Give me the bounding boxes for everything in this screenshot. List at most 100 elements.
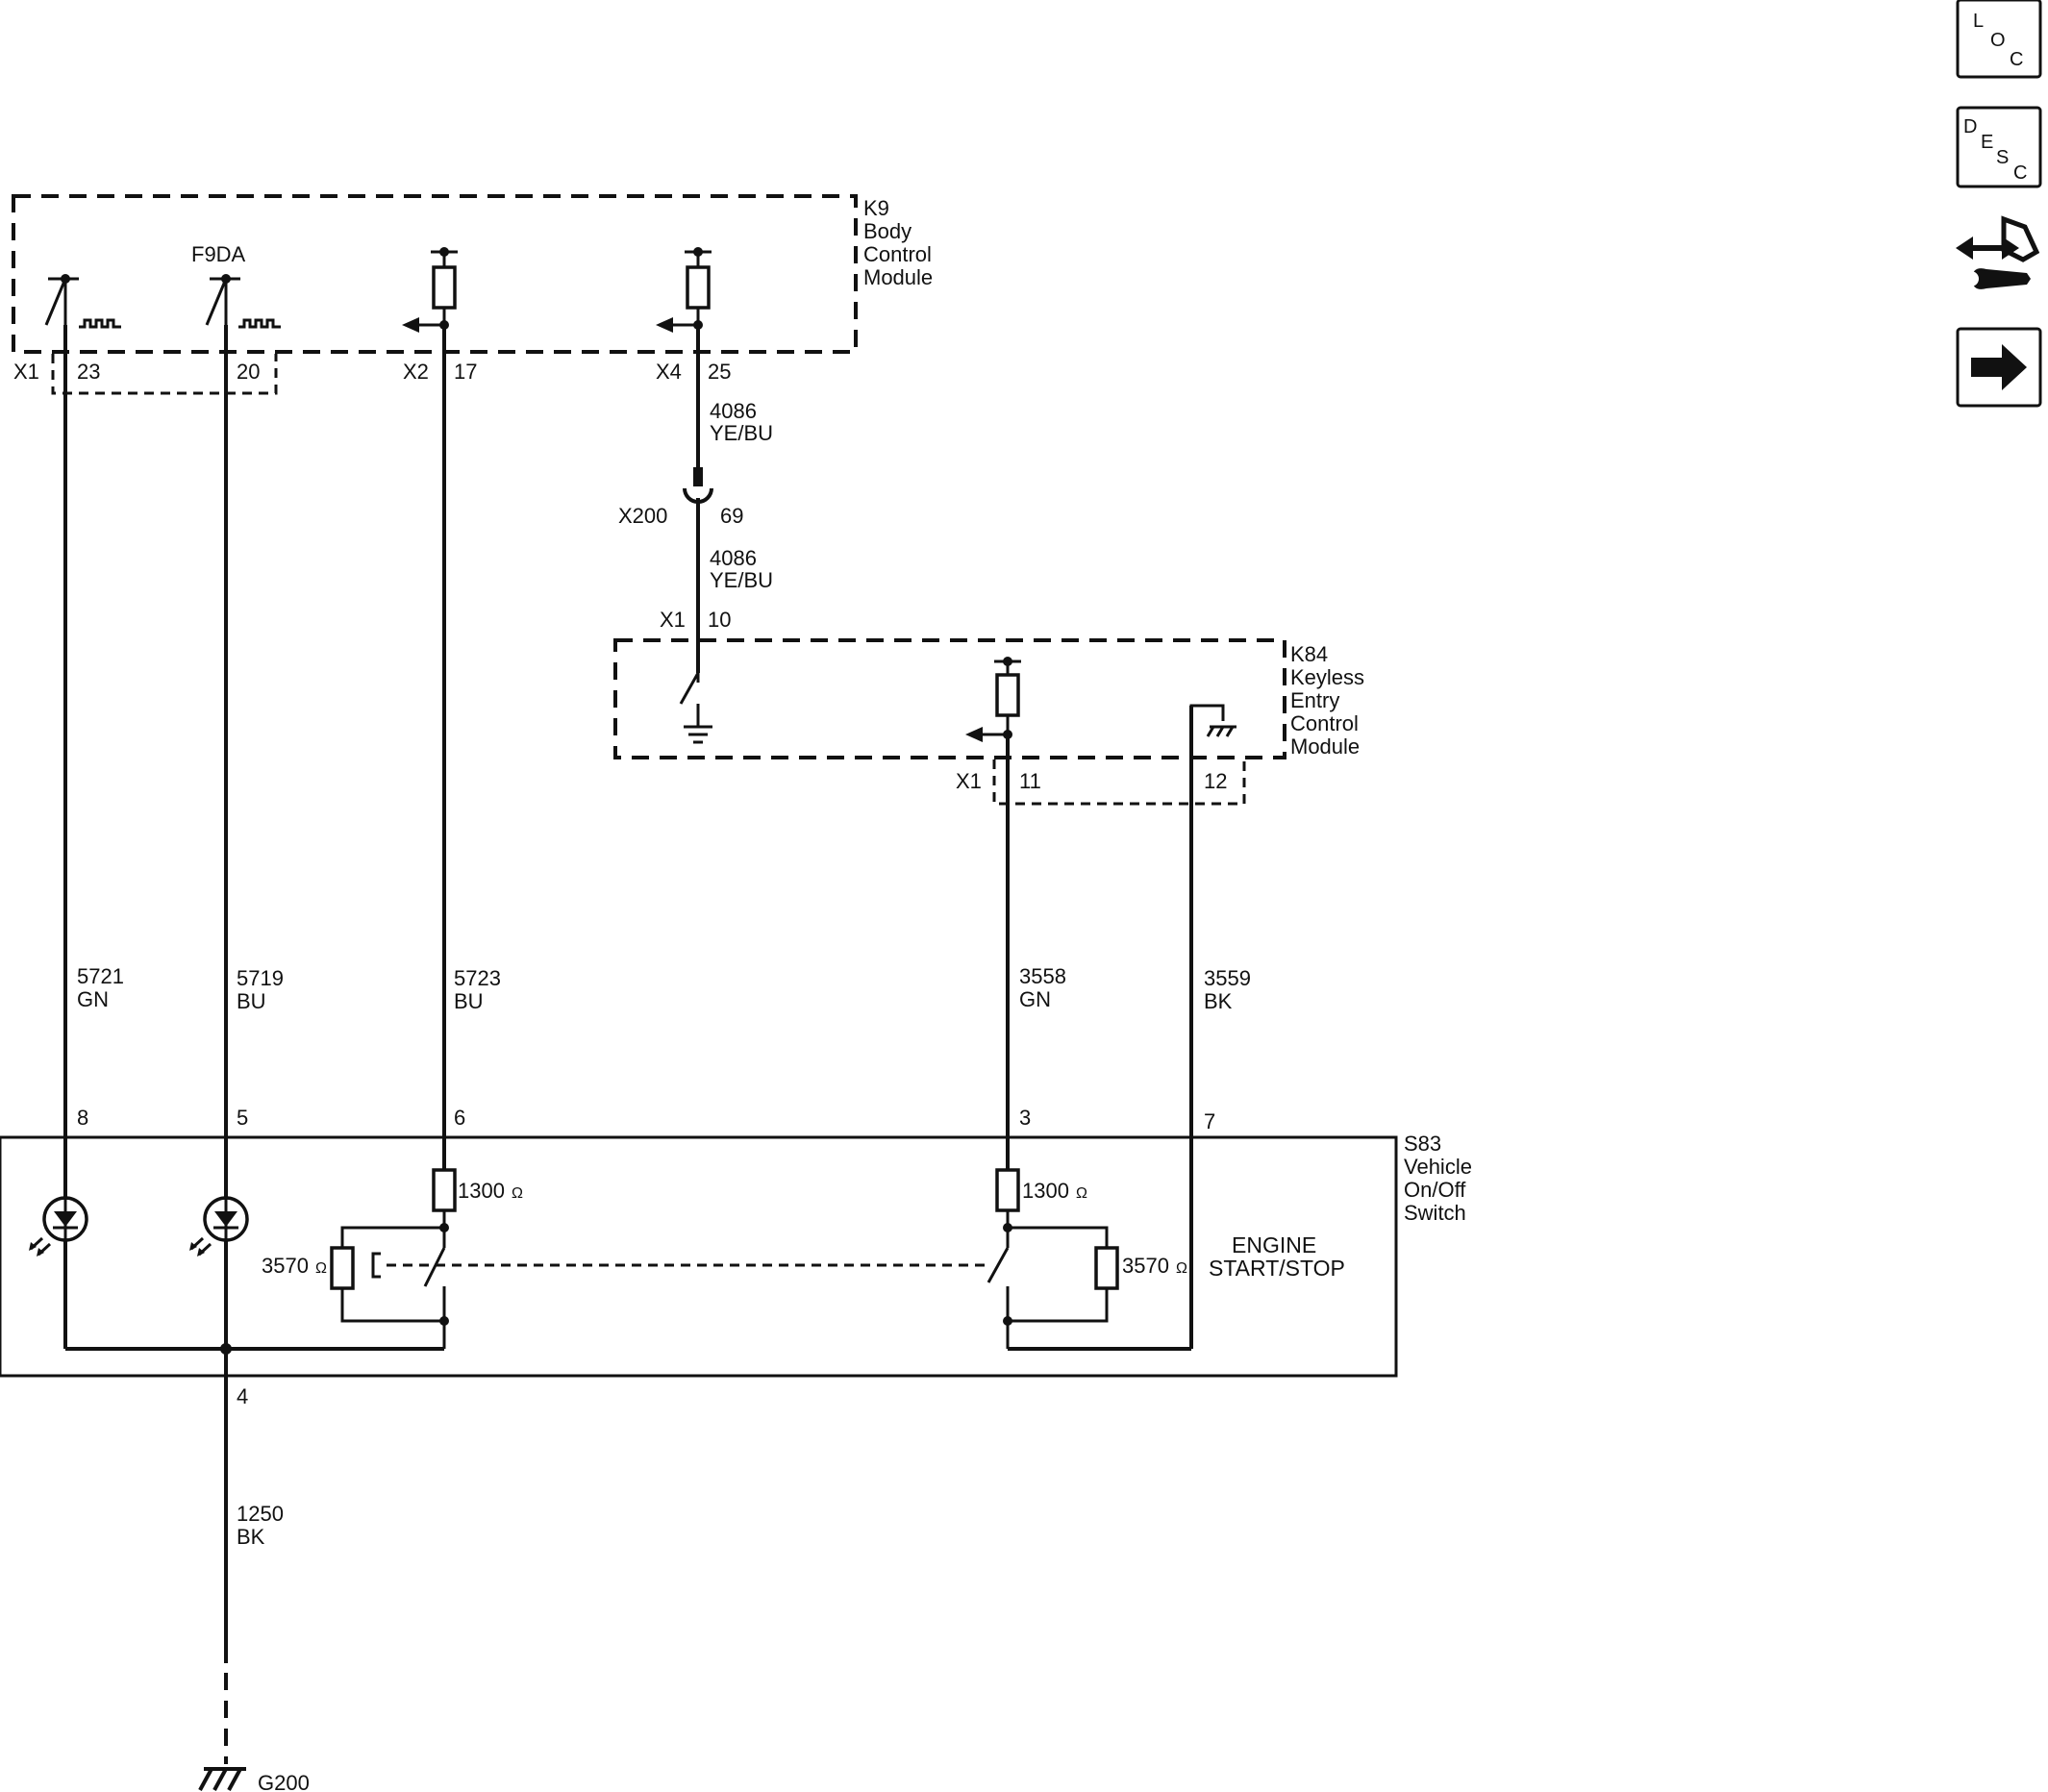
next-button[interactable] [1956, 327, 2042, 408]
k84-pin-12: 12 [1204, 769, 1227, 793]
wire-3558: 3558 GN [1006, 734, 1066, 1170]
k84-keyless-entry-control-module: X1 10 K84 Keyless Entry Control Module [613, 608, 1364, 806]
wire-1250-color: BK [237, 1525, 265, 1549]
k84-x1-top-label: X1 [660, 608, 686, 632]
signal-arrow-icon [965, 727, 983, 742]
wire-3559-circuit: 3559 [1204, 966, 1251, 990]
k9-name-line-1: Body [863, 219, 912, 243]
k9-pin-25: 25 [708, 360, 731, 384]
signal-arrow-icon [656, 317, 673, 333]
wire-4086-lower-color: YE/BU [710, 568, 773, 592]
desc-letter-e: E [1981, 132, 1993, 153]
led-indicator-2-icon [189, 1196, 249, 1257]
ground-ref: G200 [258, 1771, 310, 1792]
connector-repair-icon [1956, 215, 2040, 289]
left-series-resistor-unit: Ω [512, 1185, 523, 1202]
right-shunt-resistor-value: 3570 [1122, 1254, 1169, 1278]
k84-pin-11: 11 [1019, 769, 1041, 793]
wire-3559: 3559 BK [1189, 706, 1251, 1349]
right-shunt-resistor-unit: Ω [1176, 1260, 1187, 1277]
wire-5723-color: BU [454, 989, 484, 1013]
left-shunt-resistor-value: 3570 [262, 1254, 309, 1278]
wire-5723: 5723 BU [442, 325, 501, 1170]
s83-vehicle-on-off-switch: S83 Vehicle On/Off Switch 8 5 6 3 7 [0, 1106, 1472, 1378]
switch-label-line-1: ENGINE [1232, 1232, 1316, 1257]
k9-pin-17: 17 [454, 360, 477, 384]
wire-5719: 5719 BU [224, 325, 284, 1349]
wire-4086-upper-circuit: 4086 [710, 399, 757, 423]
k84-x1-bottom-label: X1 [956, 769, 982, 793]
k9-switch-pin20: F9DA [191, 242, 281, 329]
k84-ref: K84 [1290, 642, 1328, 666]
wire-1250-circuit: 1250 [237, 1502, 284, 1526]
k9-body-control-module: K9 Body Control Module F9DA [12, 194, 933, 395]
led-indicator-1-icon [29, 1196, 88, 1257]
s83-name-line-3: Switch [1404, 1201, 1466, 1225]
k9-name-line-2: Control [863, 242, 932, 266]
wire-5721-circuit: 5721 [77, 964, 124, 988]
k9-pin-20: 20 [237, 360, 260, 384]
k84-x1-bottom-connector-outline [992, 759, 1246, 806]
k84-ground-switch [679, 672, 712, 744]
k84-name-line-3: Control [1290, 711, 1359, 735]
wire-1250: 4 1250 BK [224, 1349, 284, 1764]
wire-5723-circuit: 5723 [454, 966, 501, 990]
loc-letter-o: O [1990, 30, 2006, 51]
desc-letter-s: S [1996, 147, 2009, 168]
s83-name-line-2: On/Off [1404, 1178, 1466, 1202]
k9-f9da-label: F9DA [191, 242, 246, 266]
loc-letter-l: L [1973, 11, 1984, 32]
wire-4086: 4086 YE/BU X200 69 4086 YE/BU [618, 325, 773, 673]
k9-x2-label: X2 [403, 360, 429, 384]
loc-button[interactable]: L O C [1956, 0, 2042, 79]
signal-arrow-icon [402, 317, 419, 333]
wire-4086-lower-circuit: 4086 [710, 546, 757, 570]
right-series-resistor-unit: Ω [1076, 1185, 1087, 1202]
right-resistor-network: 1300 Ω 3570 Ω [987, 1168, 1191, 1351]
wire-5721-color: GN [77, 987, 109, 1011]
k84-name-line-1: Keyless [1290, 665, 1364, 689]
s83-ref: S83 [1404, 1132, 1441, 1156]
s83-outline [0, 1135, 1398, 1378]
connector-repair-button[interactable] [1956, 215, 2040, 289]
x200-pin-69: 69 [720, 504, 743, 528]
loc-letter-c: C [2010, 49, 2023, 70]
k9-module-outline [12, 194, 858, 354]
pwm-signal-icon [79, 318, 121, 329]
wire-5721: 5721 GN [63, 325, 124, 1349]
desc-letter-c: C [2013, 162, 2027, 184]
left-resistor-network: 1300 Ω 3570 Ω [262, 1168, 523, 1349]
s83-pin-3: 3 [1019, 1106, 1031, 1130]
k84-module-outline [613, 638, 1286, 759]
k84-pullup-pin11 [965, 657, 1021, 742]
mechanical-link-icon [371, 1252, 381, 1279]
wire-3558-color: GN [1019, 987, 1051, 1011]
k9-pullup-pin17 [402, 247, 458, 333]
left-series-resistor-value: 1300 [458, 1179, 505, 1203]
s83-pin-6: 6 [454, 1106, 465, 1130]
k9-x4-label: X4 [656, 360, 682, 384]
k9-x1-label: X1 [13, 360, 39, 384]
pwm-signal-icon [238, 318, 281, 329]
k84-pin-10: 10 [708, 608, 731, 632]
wire-5719-color: BU [237, 989, 266, 1013]
desc-button[interactable]: D E S C [1956, 106, 2042, 188]
wire-3558-circuit: 3558 [1019, 964, 1066, 988]
k9-switch-pin23 [44, 274, 121, 329]
wire-5719-circuit: 5719 [237, 966, 284, 990]
k9-ref: K9 [863, 196, 889, 220]
s83-pin-5: 5 [237, 1106, 248, 1130]
s83-name-line-1: Vehicle [1404, 1155, 1472, 1179]
k84-name-line-2: Entry [1290, 688, 1339, 712]
k9-x1-connector-outline [51, 354, 278, 395]
arrow-right-icon [1971, 344, 2027, 390]
switch-label-line-2: START/STOP [1209, 1256, 1345, 1281]
ground-g200: G200 [198, 1767, 310, 1792]
k9-name-line-3: Module [863, 265, 933, 289]
desc-letter-d: D [1963, 116, 1977, 137]
right-series-resistor-value: 1300 [1022, 1179, 1069, 1203]
k9-pin-23: 23 [77, 360, 100, 384]
left-shunt-resistor-unit: Ω [315, 1260, 327, 1277]
s83-pin-4: 4 [237, 1384, 248, 1408]
